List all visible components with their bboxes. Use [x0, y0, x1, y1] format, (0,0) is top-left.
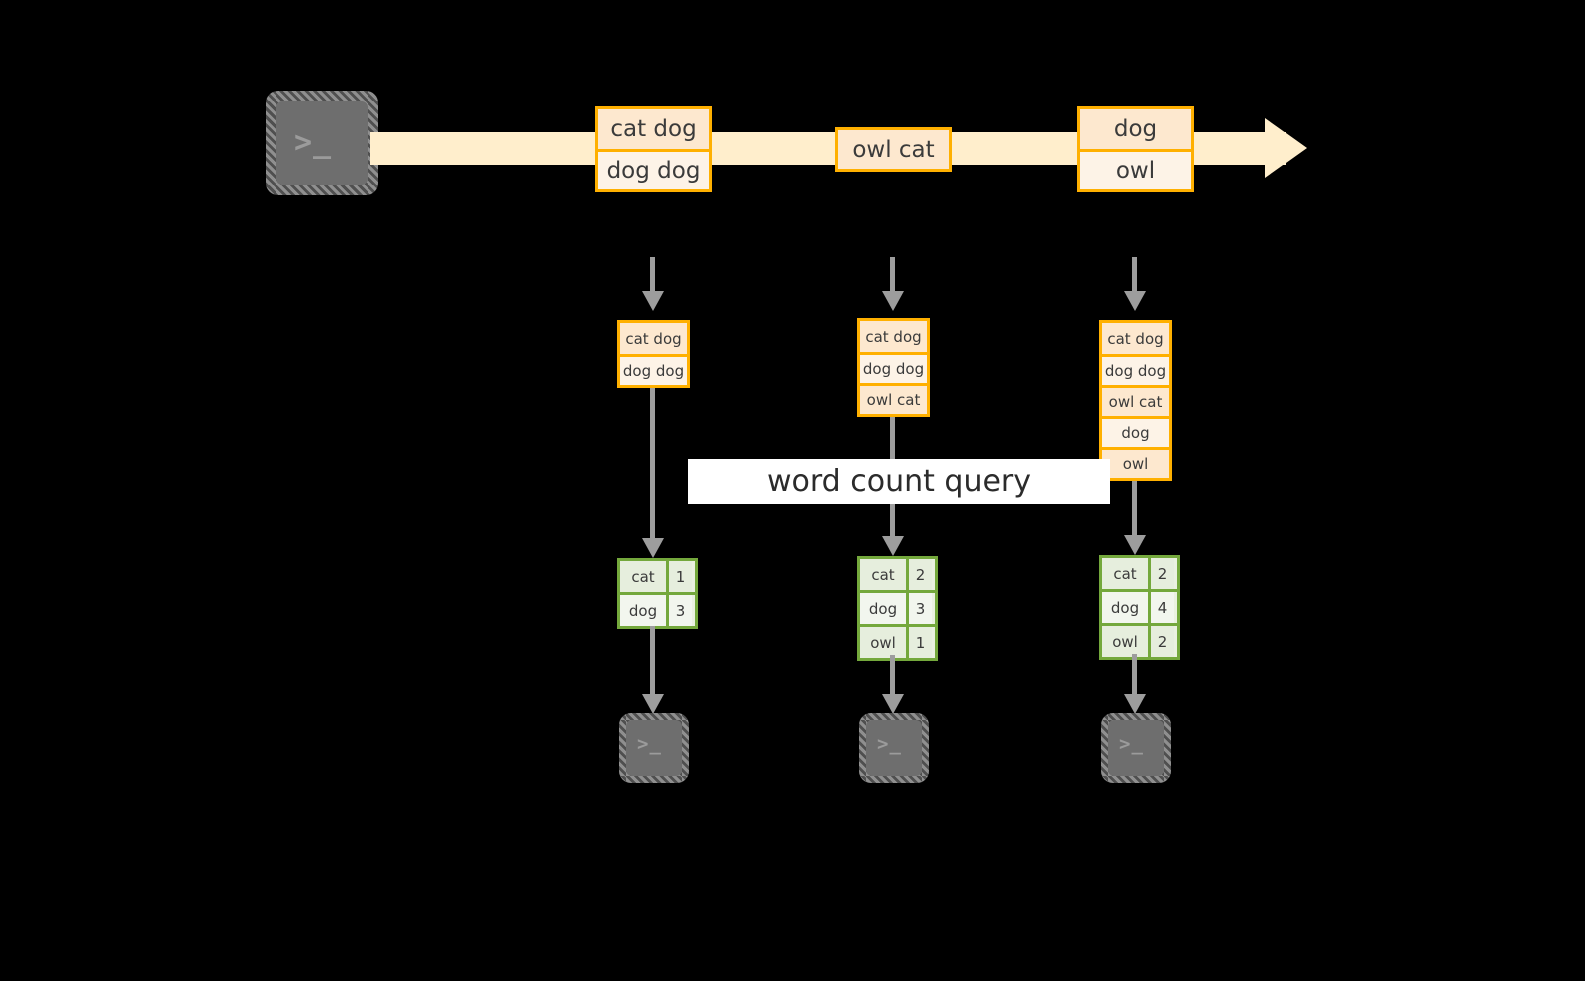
table-row: owl 2 [1102, 623, 1177, 657]
snapshot-buffer-line: cat dog [620, 323, 687, 354]
table-cell-word: owl [860, 627, 906, 658]
snapshot-buffer-line: dog dog [1102, 354, 1169, 385]
terminal-prompt-glyph: >_ [1119, 733, 1144, 755]
snapshot-2-feed-dash [890, 257, 895, 291]
snapshot-buffer-line: owl [1102, 447, 1169, 478]
stream-record-line: owl cat [838, 130, 949, 169]
stream-record-1: cat dog dog dog [595, 106, 712, 192]
table-cell-word: dog [860, 593, 906, 624]
snapshot-buffer-line: dog dog [860, 352, 927, 383]
snapshot-buffer-line: owl cat [860, 383, 927, 414]
table-cell-count: 4 [1148, 592, 1174, 623]
stream-record-line: dog [1080, 109, 1191, 149]
stream-record-line: dog dog [598, 149, 709, 189]
table-row: owl 1 [860, 624, 935, 658]
snapshot-1-sink-terminal-icon: >_ [619, 713, 689, 783]
stream-record-line: owl [1080, 149, 1191, 189]
table-cell-count: 2 [906, 559, 932, 590]
snapshot-1-feed-dash [650, 257, 655, 291]
table-cell-word: dog [620, 595, 666, 626]
snapshot-2-sink-terminal-icon: >_ [859, 713, 929, 783]
table-cell-count: 1 [666, 561, 692, 592]
snapshot-3-sink-line [1132, 654, 1137, 696]
snapshot-1-sink-line [650, 626, 655, 696]
table-row: dog 3 [620, 592, 695, 626]
terminal-screen: >_ [626, 720, 682, 776]
snapshot-1-query-line [650, 388, 655, 540]
terminal-screen: >_ [276, 101, 368, 185]
snapshot-3-feed-arrowhead [1124, 291, 1146, 311]
stream-record-2: owl cat [835, 127, 952, 172]
table-row: cat 2 [860, 559, 935, 590]
terminal-screen: >_ [1108, 720, 1164, 776]
table-cell-count: 3 [906, 593, 932, 624]
terminal-prompt-glyph: >_ [294, 125, 333, 160]
snapshot-buffer-line: cat dog [1102, 323, 1169, 354]
table-cell-count: 1 [906, 627, 932, 658]
snapshot-1-result-table: cat 1 dog 3 [617, 558, 698, 629]
source-terminal-icon: >_ [266, 91, 378, 195]
snapshot-buffer-line: dog dog [620, 354, 687, 385]
table-row: dog 4 [1102, 589, 1177, 623]
snapshot-2-feed-arrowhead [882, 291, 904, 311]
snapshot-2-query-arrowhead [882, 536, 904, 556]
snapshot-3-feed-dash [1132, 257, 1137, 291]
table-cell-count: 2 [1148, 626, 1174, 657]
snapshot-3-buffer: cat dog dog dog owl cat dog owl [1099, 320, 1172, 481]
table-cell-word: owl [1102, 626, 1148, 657]
terminal-screen: >_ [866, 720, 922, 776]
snapshot-3-query-arrowhead [1124, 535, 1146, 555]
snapshot-1-feed-arrowhead [642, 291, 664, 311]
terminal-prompt-glyph: >_ [637, 733, 662, 755]
snapshot-3-result-table: cat 2 dog 4 owl 2 [1099, 555, 1180, 660]
query-label: word count query [688, 459, 1110, 504]
table-cell-word: cat [620, 561, 666, 592]
table-cell-count: 2 [1148, 558, 1174, 589]
snapshot-3-sink-arrowhead [1124, 694, 1146, 714]
terminal-prompt-glyph: >_ [877, 733, 902, 755]
stream-record-3: dog owl [1077, 106, 1194, 192]
table-cell-word: dog [1102, 592, 1148, 623]
table-cell-word: cat [860, 559, 906, 590]
table-row: cat 1 [620, 561, 695, 592]
table-cell-word: cat [1102, 558, 1148, 589]
table-cell-count: 3 [666, 595, 692, 626]
snapshot-2-sink-line [890, 655, 895, 696]
snapshot-3-sink-terminal-icon: >_ [1101, 713, 1171, 783]
table-row: dog 3 [860, 590, 935, 624]
snapshot-2-result-table: cat 2 dog 3 owl 1 [857, 556, 938, 661]
table-row: cat 2 [1102, 558, 1177, 589]
snapshot-3-query-line [1132, 481, 1137, 537]
event-stream-arrowhead [1265, 118, 1307, 178]
snapshot-buffer-line: cat dog [860, 321, 927, 352]
snapshot-1-buffer: cat dog dog dog [617, 320, 690, 388]
snapshot-2-sink-arrowhead [882, 694, 904, 714]
snapshot-2-buffer: cat dog dog dog owl cat [857, 318, 930, 417]
snapshot-buffer-line: owl cat [1102, 385, 1169, 416]
snapshot-1-query-arrowhead [642, 538, 664, 558]
stream-record-line: cat dog [598, 109, 709, 149]
snapshot-buffer-line: dog [1102, 416, 1169, 447]
snapshot-1-sink-arrowhead [642, 694, 664, 714]
